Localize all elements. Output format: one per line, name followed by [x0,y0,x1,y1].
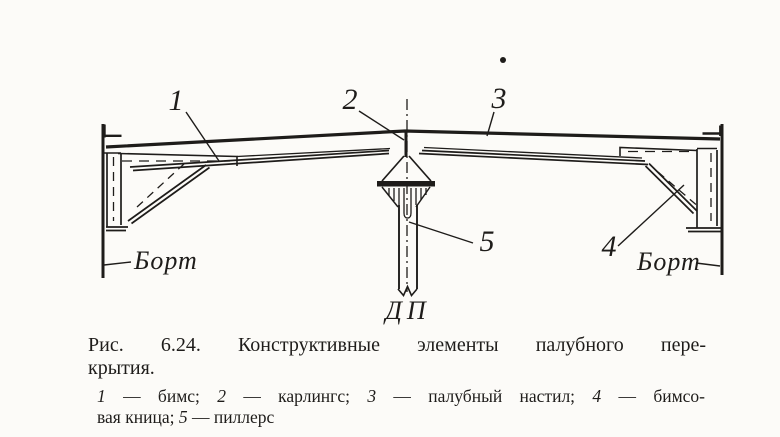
legend-num-4: 4 [592,386,602,406]
caption-line-2: крытия. [88,357,155,379]
pillar-head-plate [377,181,435,187]
pillar-head-hatching [388,188,427,219]
deck-plating [105,129,721,149]
legend-num-1: 1 [97,386,106,406]
leader-line-4 [617,184,685,247]
leader-line-1 [185,111,220,162]
right-beam-bracket [644,162,701,215]
ink-speck [500,57,506,63]
pillar-slot [403,188,412,219]
pillar-head-skirt [381,186,431,208]
leader-line-3 [486,111,495,137]
pillar-column [398,205,418,289]
figure-legend: 1 — бимс; 2 — карлингс; 3 — палубный нас… [97,386,705,428]
caption-line-1: Рис. 6.24. Конструктивные элементы палуб… [88,334,706,356]
bort-label-right: Борт [636,247,701,276]
right-frame [686,147,722,233]
part-label-5: 5 [480,225,495,258]
legend-num-5: 5 [178,407,188,427]
legend-wrap-text: вая кница; [97,407,175,427]
beam-left [117,147,391,172]
leader-line-bort-right [695,262,721,267]
left-shell-top-angle [103,124,122,138]
part-label-1: 1 [169,84,184,117]
part-label-4: 4 [602,230,617,263]
legend-term-2: — карлингс; [243,386,350,406]
beam-right [418,146,698,166]
part-label-3: 3 [491,82,507,115]
legend-line-2: вая кница; 5 — пиллерс [97,407,705,428]
dp-label: ДП [382,296,430,325]
pillar-break-symbol [397,284,418,297]
deck-structure-diagram: 1 2 3 4 5 Борт Борт ДП [101,57,724,325]
legend-num-2: 2 [217,386,226,406]
leader-line-bort-left [103,261,132,266]
left-beam-bracket [127,163,210,225]
leader-line-2 [358,110,405,141]
figure-caption: Рис. 6.24. Конструктивные элементы палуб… [88,334,706,380]
legend-term-1: — бимс; [123,386,200,406]
legend-term-3: — палубный настил; [393,386,576,406]
bort-label-left: Борт [133,246,198,275]
leader-line-5 [408,221,474,244]
legend-term-5: — пиллерс [191,407,275,427]
right-shell-top-angle [702,125,722,136]
left-frame [104,152,128,232]
legend-num-3: 3 [367,386,377,406]
legend-line-1: 1 — бимс; 2 — карлингс; 3 — палубный нас… [97,386,705,407]
pillar-head-brackets [381,155,432,182]
legend-term-4: — бимсо- [618,386,706,406]
part-label-2: 2 [343,83,358,116]
